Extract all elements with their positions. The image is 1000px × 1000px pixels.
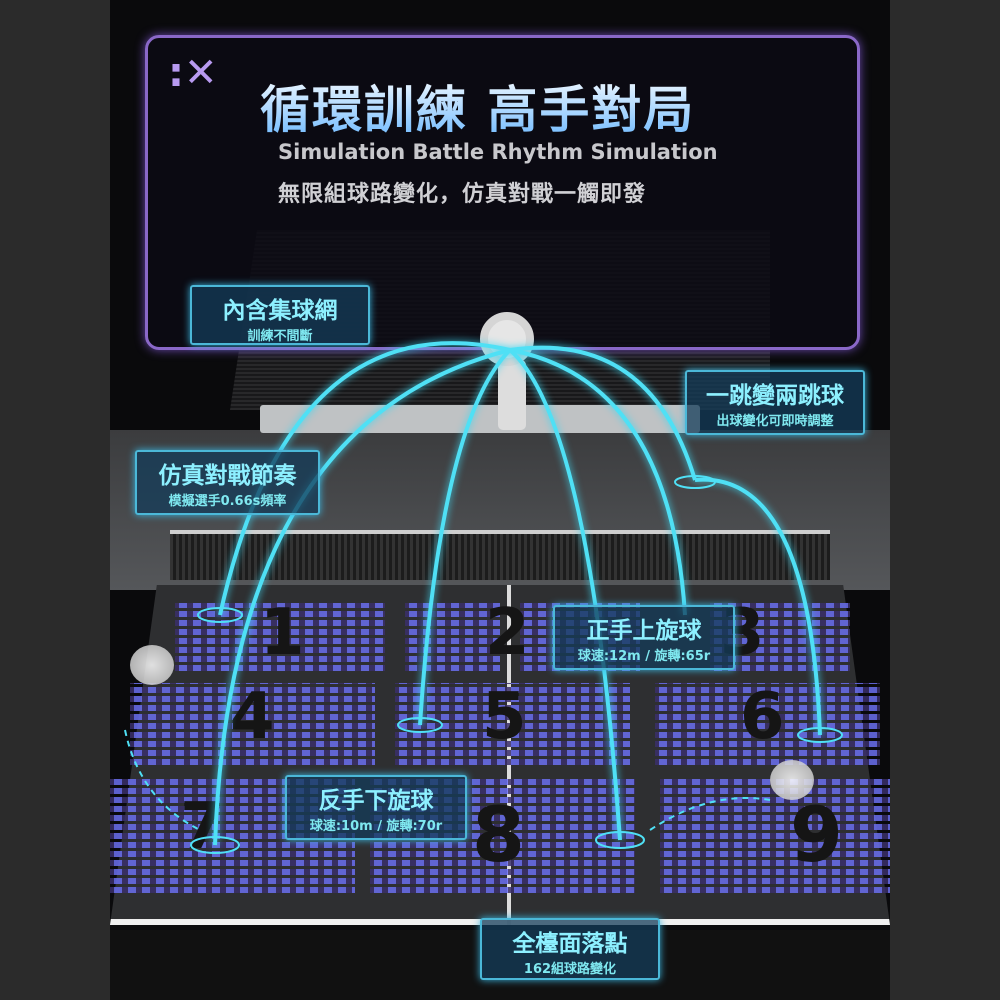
zone-9 — [660, 778, 890, 893]
arc-zone-3 — [509, 348, 687, 616]
callout-title: 仿真對戰節奏 — [158, 463, 297, 489]
callout-title: 內含集球網 — [222, 298, 338, 324]
ping-pong-ball — [770, 760, 814, 800]
zone-5 — [395, 683, 630, 765]
callout-title: 正手上旋球 — [586, 618, 702, 644]
zone-number: 5 — [482, 680, 527, 754]
arc-zone-8 — [508, 348, 622, 841]
callout-rhythm: 仿真對戰節奏模擬選手0.66s頻率 — [135, 450, 320, 515]
product-image: :✕ 循環訓練 高手對局 Simulation Battle Rhythm Si… — [110, 0, 890, 1000]
subtitle: Simulation Battle Rhythm Simulation — [278, 140, 718, 164]
arc-zone-1 — [218, 341, 511, 616]
zone-number: 6 — [740, 680, 785, 754]
callout-net: 內含集球網訓練不間斷 — [190, 285, 370, 345]
callout-sub: 162組球路變化 — [523, 962, 617, 977]
ping-pong-ball — [130, 645, 174, 685]
arc-bounce-1 — [509, 345, 697, 481]
callout-title: 反手下旋球 — [318, 788, 434, 814]
tagline: 無限組球路變化，仿真對戰一觸即發 — [278, 182, 647, 207]
callout-title: 全檯面落點 — [512, 931, 628, 957]
callout-sub: 訓練不間斷 — [247, 329, 313, 344]
callout-sub: 球速:12m / 旋轉:65r — [577, 649, 711, 664]
robot-stand — [498, 360, 526, 430]
callout-backhand-backspin: 反手下旋球球速:10m / 旋轉:70r — [285, 775, 467, 840]
zone-number: 9 — [790, 790, 843, 879]
callout-title: 一跳變兩跳球 — [706, 383, 844, 409]
callout-full-table: 全檯面落點 162組球路變化 — [480, 918, 660, 980]
callout-forehand-topspin: 正手上旋球球速:12m / 旋轉:65r — [553, 605, 735, 670]
table-net — [170, 530, 830, 580]
zone-number: 2 — [485, 596, 530, 670]
x-logo-icon: :✕ — [168, 50, 218, 96]
arc-bounce-2 — [694, 477, 822, 736]
zone-6 — [655, 683, 880, 765]
callout-sub: 球速:10m / 旋轉:70r — [309, 819, 443, 834]
zone-4 — [130, 683, 375, 765]
zone-2 — [405, 603, 500, 671]
zone-1 — [175, 603, 385, 671]
arc-zone-5 — [418, 348, 512, 726]
trajectory-arcs — [124, 341, 843, 854]
zone-number: 4 — [230, 680, 275, 754]
callout-sub: 模擬選手0.66s頻率 — [168, 494, 287, 509]
headline: 循環訓練 高手對局 — [260, 70, 695, 142]
arc-zone-7 — [213, 348, 511, 846]
zone-number: 8 — [472, 790, 525, 879]
zone-number: 1 — [260, 596, 305, 670]
callout-sub: 出球變化可即時調整 — [716, 414, 834, 429]
callout-bounce: 一跳變兩跳球出球變化可即時調整 — [685, 370, 865, 435]
